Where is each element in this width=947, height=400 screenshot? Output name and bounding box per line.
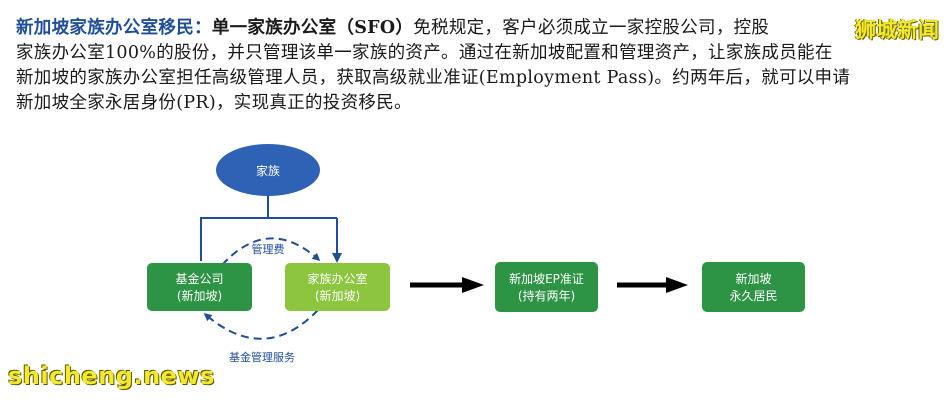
- permanent-resident-line1: 新加坡: [735, 271, 771, 286]
- family-node: [216, 144, 320, 196]
- office-to-ep-arrow-head: [462, 277, 484, 293]
- management-fee-arc: [221, 237, 321, 266]
- description-paragraph: 新加坡家族办公室移民：单一家族办公室（SFO）免税规定，客户必须成立一家控股公司…: [16, 16, 916, 116]
- family-node-label: 家族: [256, 163, 280, 178]
- ep-pass-line1: 新加坡EP准证: [509, 271, 584, 286]
- watermark-bottom: shicheng.news: [8, 362, 215, 390]
- ep-pass-line2: (持有两年): [518, 288, 575, 303]
- paragraph-line2: 家族办公室100%的股份，并只管理该单一家族的资产。通过在新加坡配置和管理资产，…: [16, 43, 833, 63]
- fund-company-line1: 基金公司: [175, 271, 223, 286]
- paragraph-line3: 新加坡的家族办公室担任高级管理人员，获取高级就业准证(Employment Pa…: [16, 68, 851, 88]
- paragraph-bold-term: 单一家族办公室（SFO）: [211, 18, 414, 38]
- watermark-top: 狮城新闻: [855, 18, 939, 42]
- permanent-resident-line2: 永久居民: [729, 289, 777, 303]
- management-fee-label: 管理费: [252, 242, 285, 256]
- ep-pass-node: [495, 262, 598, 312]
- permanent-resident-node: [702, 262, 805, 312]
- fund-company-line2: (新加坡): [177, 288, 222, 303]
- family-office-node: [285, 263, 390, 311]
- fund-company-node: [147, 263, 252, 311]
- paragraph-line4: 新加坡全家永居身份(PR)，实现真正的投资移民。: [16, 93, 412, 113]
- family-office-line2: (新加坡): [315, 288, 360, 303]
- paragraph-line1: 免税规定，客户必须成立一家控股公司，控股: [413, 18, 770, 38]
- ep-to-pr-arrow-head: [666, 277, 688, 293]
- paragraph-lead: 新加坡家族办公室移民：: [16, 18, 212, 38]
- family-office-line1: 家族办公室: [307, 271, 367, 286]
- fund-service-arc: [203, 309, 319, 340]
- fund-service-label: 基金管理服务: [229, 350, 295, 364]
